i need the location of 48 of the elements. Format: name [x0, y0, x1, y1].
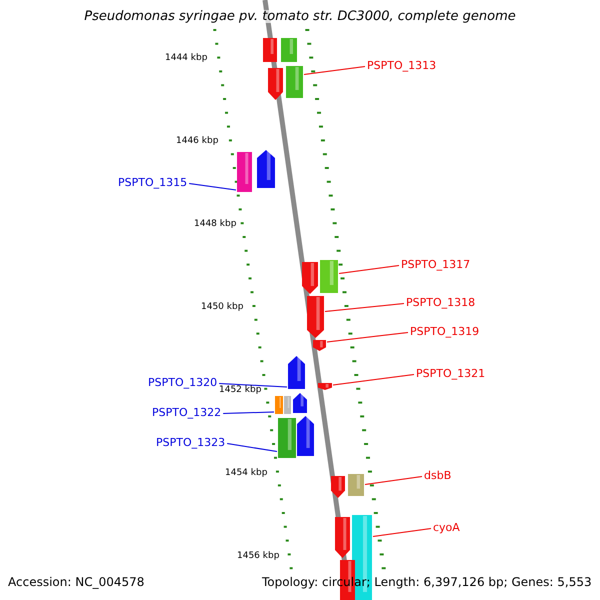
gene-glyph: [302, 262, 318, 294]
gene-glyph: [313, 340, 326, 351]
leader-line: [304, 66, 366, 75]
kbp-label: 1448 kbp: [194, 220, 236, 229]
gene-glyph: [307, 296, 324, 338]
kbp-label: 1456 kbp: [237, 552, 280, 561]
gene-label: PSPTO_1320: [148, 377, 218, 388]
kbp-label: 1452 kbp: [219, 386, 262, 395]
gene-label: PSPTO_1317: [401, 259, 470, 270]
leader-line: [324, 303, 404, 312]
gene-glyph: [318, 383, 332, 390]
gene-glyph: [335, 517, 350, 558]
gene-glyph: [286, 66, 303, 98]
gene-glyph: [278, 418, 296, 458]
gene-glyph: [288, 356, 305, 389]
leader-line: [188, 183, 236, 190]
leader-line: [218, 383, 288, 388]
leader-line: [326, 332, 408, 342]
gene-glyph: [320, 260, 338, 293]
gene-label: PSPTO_1318: [406, 297, 476, 308]
gene-glyph: [237, 152, 252, 192]
gene-label: dsbB: [424, 470, 452, 481]
accession-note: Accession: NC_004578: [8, 576, 144, 588]
kbp-label: 1454 kbp: [225, 469, 268, 478]
gene-glyph: [297, 416, 314, 456]
gene-label: PSPTO_1315: [118, 177, 188, 188]
kbp-label: 1450 kbp: [201, 303, 244, 312]
leader-line: [222, 412, 274, 414]
kbp-label: 1444 kbp: [165, 54, 208, 63]
gene-glyph: [268, 68, 283, 100]
gene-glyph: [331, 476, 345, 498]
gene-label: cyoA: [433, 522, 460, 533]
gene-glyph: [293, 393, 307, 413]
leader-line: [226, 443, 278, 452]
gene-label: PSPTO_1321: [416, 368, 486, 379]
gene-glyph: [257, 150, 275, 188]
gene-glyph: [275, 396, 283, 414]
gene-glyph: [284, 396, 291, 414]
gene-glyph: [281, 38, 297, 62]
kbp-label: 1446 kbp: [176, 137, 218, 146]
gene-label: PSPTO_1319: [410, 326, 480, 337]
gene-glyph: [348, 474, 364, 496]
gene-label: PSPTO_1313: [367, 60, 436, 71]
gene-glyph: [263, 38, 277, 62]
gene-label: PSPTO_1322: [152, 407, 222, 418]
gene-label: PSPTO_1323: [156, 437, 226, 448]
genome-summary-note: Topology: circular; Length: 6,397,126 bp; Genes: 5,553: [262, 576, 592, 588]
leader-line: [332, 374, 414, 386]
